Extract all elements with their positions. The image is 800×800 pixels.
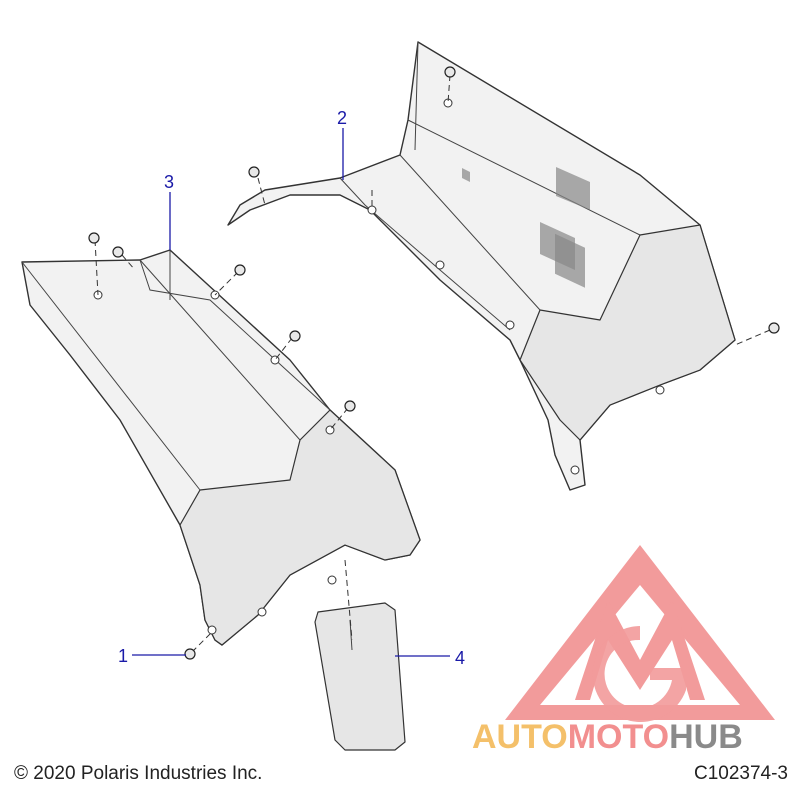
leader-lines [132,128,450,657]
callout-1: 1 [118,646,128,666]
part-3-mount-hole [207,625,217,635]
fastener-icon [344,400,356,412]
fastener-icon [289,330,301,342]
callout-3: 3 [164,172,174,192]
svg-text:AUTOMOTOHUB: AUTOMOTOHUB [472,718,743,756]
part-2-mount-hole [367,205,377,215]
part-2-mount-hole [435,260,445,270]
part-2-label-area-3 [540,222,575,270]
fastener-icon [112,246,124,258]
part-2-mount-hole [655,385,665,395]
part-2-fold-line [399,41,641,311]
assembly-line [257,177,266,206]
part-3-mount-hole [257,607,267,617]
assembly-line [121,254,136,271]
part-2-mount-hole [505,320,515,330]
part-3-fold-line [21,250,301,491]
part-2-lower-face [519,224,736,441]
assembly-line [344,559,353,641]
fastener-icon [444,66,456,78]
part-4-body [314,602,406,751]
automotohub-wordmark: AUTOMOTOHUB [472,718,743,756]
fastener-icon [88,232,100,244]
wordmark-moto: MOTO [568,718,669,756]
assembly-line [214,271,239,296]
callout-4: 4 [455,648,465,668]
fasteners [88,66,780,660]
part-2-label-area-2 [556,167,590,210]
assembly-line [447,74,451,104]
part-3-mount-hole [327,575,337,585]
automotohub-logo [505,545,775,722]
part-3-lower-face [179,409,421,646]
assembly-line [191,631,213,653]
part-3-lower-panel [21,249,421,646]
part-2-upper-panel [227,41,736,491]
wordmark-auto: AUTO [472,718,568,756]
assembly-line [329,407,349,431]
part-3-flange [139,259,331,411]
logo-letter-g [592,626,686,722]
wordmark-hub: HUB [669,718,743,756]
callouts: 1 2 3 4 [118,108,465,668]
assembly-line [274,337,293,361]
copyright-text: © 2020 Polaris Industries Inc. [14,763,263,784]
assembly-line [734,329,771,346]
fastener-icon [234,264,246,276]
part-4-flap [314,602,406,751]
part-2-label-area-4 [462,168,470,182]
logo-letter-m [575,600,705,700]
figure-code: C102374-3 [693,763,788,784]
part-2-mount-hole [570,465,580,475]
callout-2: 2 [337,108,347,128]
fastener-icon [768,322,780,334]
assembly-line [94,239,99,296]
fastener-icon [184,648,196,660]
part-2-flange [339,177,511,331]
part-3-mount-hole [270,355,280,365]
fastener-icon [248,166,260,178]
assembly-lines [94,74,771,653]
